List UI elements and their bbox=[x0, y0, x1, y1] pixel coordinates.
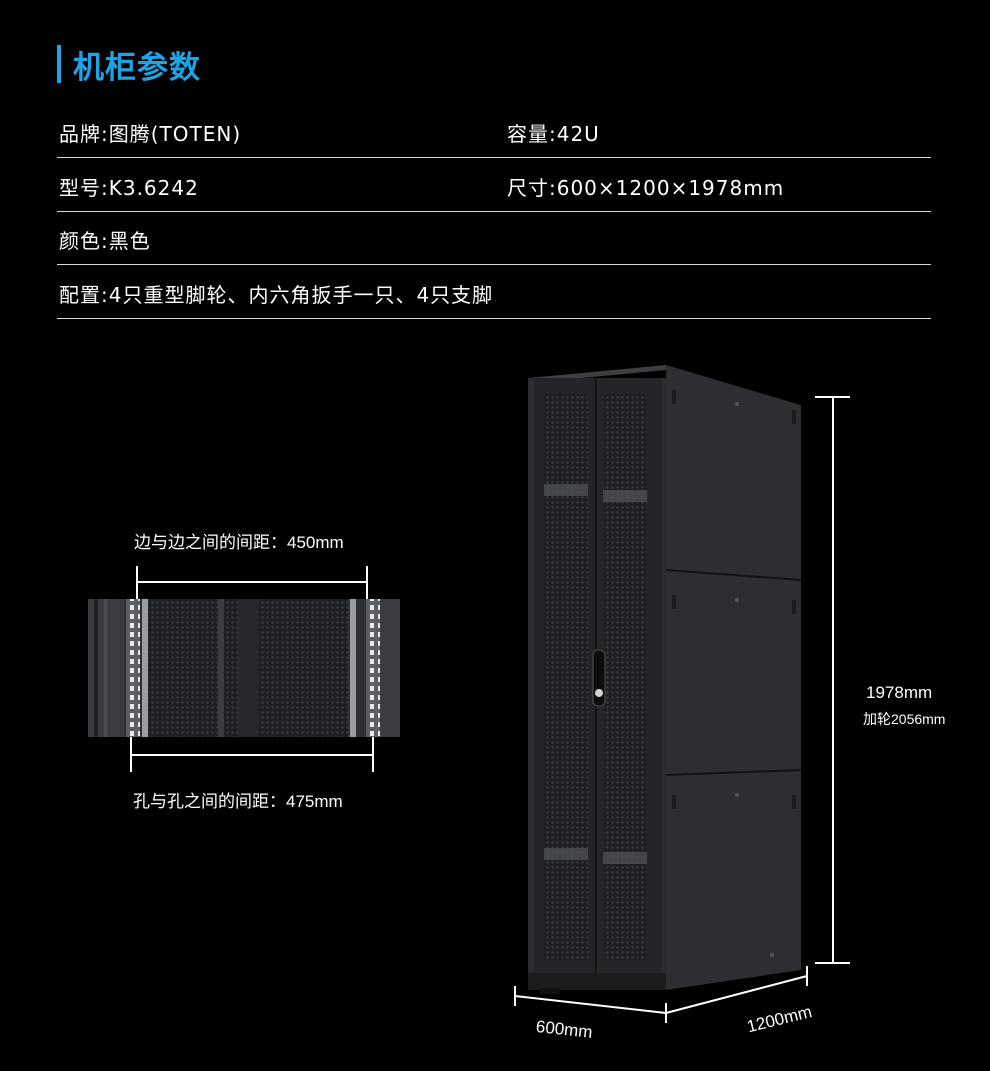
edge-spacing-label: 边与边之间的间距：450mm bbox=[134, 533, 344, 552]
spec-capacity: 容量:42U bbox=[507, 122, 600, 146]
edge-spacing-dimension-line bbox=[136, 566, 368, 599]
height-dimension-line bbox=[815, 396, 850, 964]
section-title: 机柜参数 bbox=[57, 42, 201, 86]
depth-dimension-line bbox=[665, 966, 808, 1014]
rack-top-view bbox=[88, 599, 400, 737]
page-title: 机柜参数 bbox=[73, 49, 201, 86]
rack-rail-right bbox=[366, 599, 380, 737]
spec-size: 尺寸:600×1200×1978mm bbox=[507, 176, 785, 200]
height-with-wheels-label: 加轮2056mm bbox=[863, 711, 946, 727]
spec-row-config: 配置:4只重型脚轮、内六角扳手一只、4只支脚 bbox=[57, 272, 931, 319]
height-label: 1978mm bbox=[866, 683, 933, 702]
spec-config: 配置:4只重型脚轮、内六角扳手一只、4只支脚 bbox=[59, 283, 494, 307]
hole-spacing-dimension-line bbox=[130, 737, 374, 772]
cabinet-3d bbox=[528, 365, 802, 994]
spec-row-brand: 品牌:图腾(TOTEN) 容量:42U bbox=[57, 111, 931, 158]
spec-brand: 品牌:图腾(TOTEN) bbox=[59, 122, 242, 146]
title-accent-bar bbox=[57, 45, 61, 83]
rack-rail-left bbox=[126, 599, 140, 737]
spec-model: 型号:K3.6242 bbox=[59, 176, 199, 200]
hole-spacing-label: 孔与孔之间的间距：475mm bbox=[133, 792, 343, 811]
spec-row-color: 颜色:黑色 bbox=[57, 218, 931, 265]
spec-color: 颜色:黑色 bbox=[59, 229, 151, 253]
spec-row-model: 型号:K3.6242 尺寸:600×1200×1978mm bbox=[57, 165, 931, 212]
